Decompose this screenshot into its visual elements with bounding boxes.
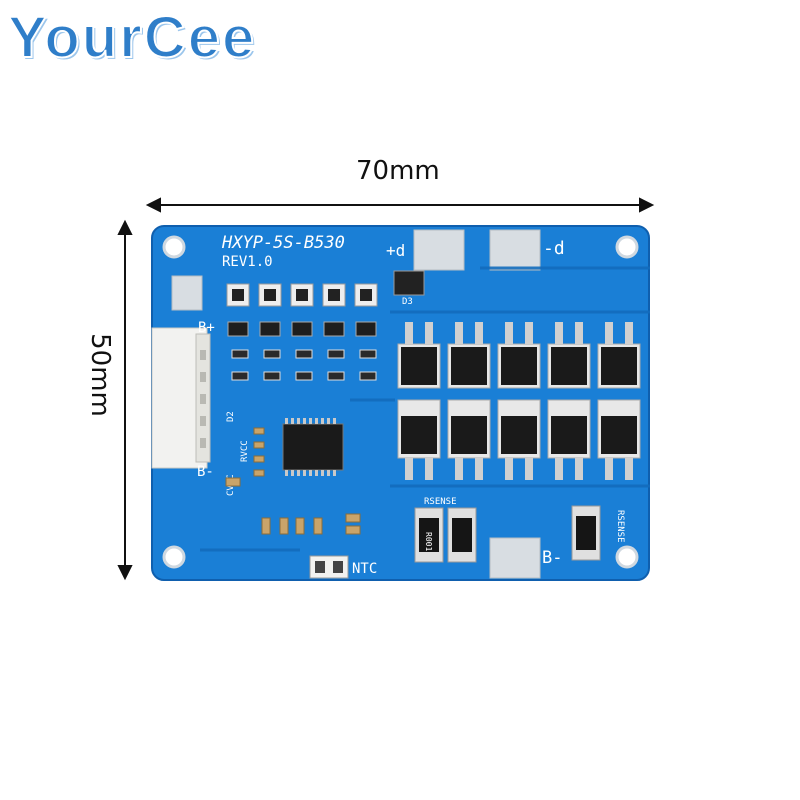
brand-logo: YourCee bbox=[7, 4, 257, 71]
left-b-minus-label: B- bbox=[197, 464, 214, 480]
width-dimension-label: 70mm bbox=[356, 156, 440, 186]
bms-ic-chip bbox=[282, 418, 344, 476]
height-dimension-arrow bbox=[117, 219, 133, 581]
b-plus-small-pad bbox=[171, 275, 203, 311]
sense-resistors bbox=[414, 505, 601, 563]
width-dimension-arrow bbox=[145, 197, 655, 213]
rvcc-label: RVCC bbox=[240, 440, 250, 462]
mosfet-leads bbox=[405, 322, 633, 480]
left-b-plus-label: B+ bbox=[198, 320, 215, 336]
ntc-connector bbox=[309, 555, 349, 579]
d2-label: D2 bbox=[226, 411, 236, 422]
minus-d-label: -d bbox=[543, 238, 565, 259]
mosfet-bottom-row bbox=[397, 399, 641, 459]
capacitors bbox=[225, 427, 361, 535]
balance-connector bbox=[151, 327, 211, 469]
plus-d-label: +d bbox=[386, 241, 405, 260]
plus-d-pad bbox=[413, 229, 465, 271]
smd-resistors bbox=[231, 349, 377, 381]
pcb-traces bbox=[200, 266, 650, 552]
b-minus-pad bbox=[489, 537, 541, 579]
sense-resistor-1-code: R001 bbox=[424, 532, 433, 551]
small-transistor-row bbox=[227, 321, 377, 337]
mosfet-top-row bbox=[397, 343, 641, 389]
minus-d-pad bbox=[489, 229, 541, 271]
b-minus-pad-label: B- bbox=[542, 548, 562, 568]
ntc-label: NTC bbox=[352, 561, 377, 577]
rsense-label-1: RSENSE bbox=[424, 497, 457, 507]
rsense-label-2: RSENSE bbox=[615, 510, 625, 543]
diode-d3 bbox=[393, 270, 425, 296]
board-model-label: HXYP-5S-B530 bbox=[221, 233, 345, 253]
d3-label: D3 bbox=[402, 297, 413, 307]
mounting-holes bbox=[162, 235, 639, 569]
top-resistor-row bbox=[226, 283, 378, 307]
board-revision-label: REV1.0 bbox=[222, 254, 273, 270]
